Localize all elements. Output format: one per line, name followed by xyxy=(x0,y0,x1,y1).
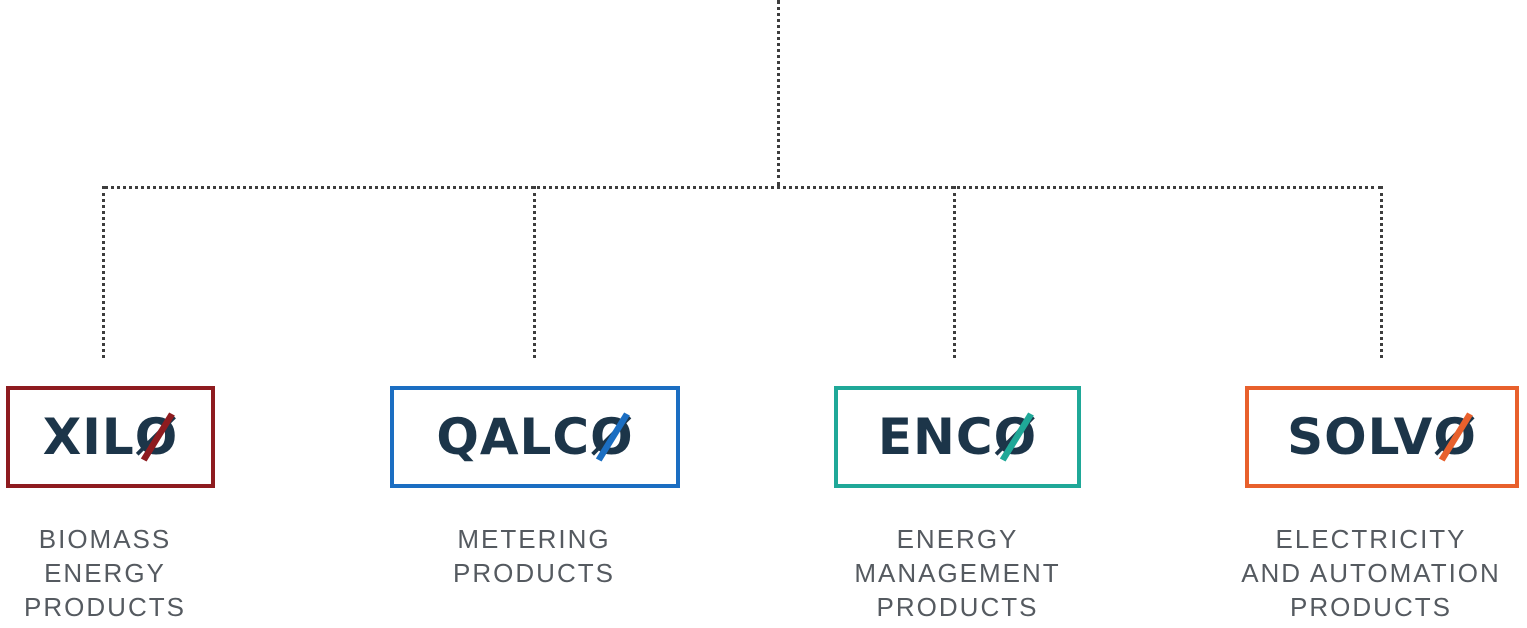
brand-wordmark: XILØ xyxy=(43,412,179,462)
description-solvo: ELECTRICITY AND AUTOMATION PRODUCTS xyxy=(1241,524,1501,622)
description-xilo: BIOMASS ENERGY PRODUCTS xyxy=(24,524,186,622)
brand-logo-solvo[interactable]: SOLVØ xyxy=(1245,386,1519,488)
horizontal-connector xyxy=(104,186,1382,189)
brand-logo-enco[interactable]: ENCØ xyxy=(834,386,1081,488)
brand-logo-xilo[interactable]: XILØ xyxy=(6,386,215,488)
branch-connector-solvo xyxy=(1380,186,1383,358)
brand-wordmark: ENCØ xyxy=(878,412,1037,462)
branch-connector-enco xyxy=(953,186,956,358)
slashed-o-icon: Ø xyxy=(590,412,634,462)
description-enco: ENERGY MANAGEMENT PRODUCTS xyxy=(854,524,1061,622)
slashed-o-icon: Ø xyxy=(1433,412,1477,462)
description-qalco: METERING PRODUCTS xyxy=(453,524,615,588)
branch-connector-xilo xyxy=(102,186,105,358)
branch-connector-qalco xyxy=(533,186,536,358)
slashed-o-icon: Ø xyxy=(994,412,1038,462)
slashed-o-icon: Ø xyxy=(135,412,179,462)
brand-wordmark: QALCØ xyxy=(436,412,633,462)
trunk-connector xyxy=(777,0,780,186)
brand-logo-qalco[interactable]: QALCØ xyxy=(390,386,680,488)
brand-wordmark: SOLVØ xyxy=(1287,412,1477,462)
